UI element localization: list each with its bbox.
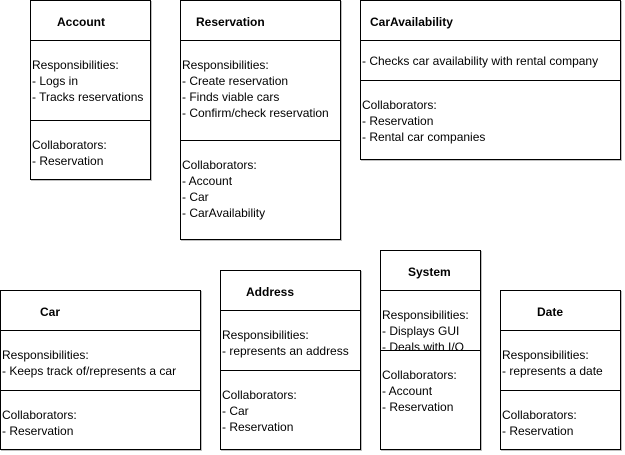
section-lines: Responsibilities:- Displays GUI- Deals w… (382, 307, 480, 355)
section-heading: Collaborators: (2, 408, 77, 422)
section-item: - Create reservation (182, 74, 289, 88)
section-heading: Responsibilities: (2, 348, 89, 362)
card-title: Reservation (196, 15, 265, 29)
card-title: System (408, 265, 451, 279)
section-item: - Reservation (382, 400, 454, 414)
section-lines: - Checks car availability with rental co… (362, 53, 620, 69)
section-heading: Collaborators: (362, 98, 437, 112)
card-title: Date (537, 305, 564, 319)
section-heading: Responsibilities: (182, 58, 269, 72)
section-lines: Collaborators: - Reservation (32, 137, 150, 169)
section-heading: Responsibilities: (222, 328, 309, 342)
section-item: - Reservation (32, 154, 104, 168)
section-item: - Car (182, 190, 209, 204)
crc-card-caravailability: CarAvailability - Checks car availability… (360, 0, 621, 160)
responsibilities-section: - Checks car availability with rental co… (361, 40, 620, 81)
section-lines: Collaborators: - Reservation (502, 407, 620, 439)
section-item: - Reservation (362, 114, 434, 128)
section-item: - represents an address (222, 344, 349, 358)
section-item: - CarAvailability (182, 206, 266, 220)
section-item: - Reservation (2, 424, 74, 438)
collaborators-section: Collaborators: - Reservation (31, 120, 150, 181)
section-item: - Logs in (32, 74, 79, 88)
section-item: - Confirm/check reservation (182, 106, 329, 120)
section-item: - Account (382, 384, 433, 398)
section-lines: Responsibilities: - Create reservation - F… (182, 57, 340, 121)
section-item: - Reservation (222, 420, 294, 434)
section-heading: Collaborators: (382, 368, 457, 382)
section-heading: Responsibilities: (382, 308, 469, 322)
section-item: - Reservation (502, 424, 574, 438)
section-item: - Car (222, 404, 249, 418)
section-heading: Responsibilities: (502, 348, 589, 362)
collaborators-section: Collaborators: - Reservation (1, 390, 200, 451)
section-item: - Account (182, 174, 233, 188)
collaborators-section: Collaborators: - Account - Car - CarAvailab… (181, 140, 340, 241)
section-lines: Responsibilities: - represents a date (502, 347, 620, 379)
responsibilities-section: Responsibilities:- Displays GUI- Deals w… (381, 290, 480, 354)
card-title: CarAvailability (370, 15, 453, 29)
responsibilities-section: Responsibilities: - represents an address (221, 310, 360, 371)
section-item: - Rental car companies (362, 130, 486, 144)
section-lines: Responsibilities: - Logs in - Tracks reser… (32, 57, 150, 105)
section-heading: Collaborators: (182, 158, 257, 172)
section-heading: Responsibilities: (32, 58, 119, 72)
collaborators-section: Collaborators: - Reservation (501, 390, 620, 451)
card-title: Car (40, 305, 61, 319)
section-lines: Collaborators: - Reservation - Rental car … (362, 97, 620, 145)
section-item: - represents a date (502, 364, 603, 378)
collaborators-section: Collaborators: - Car - Reservation (221, 370, 360, 451)
responsibilities-section: Responsibilities: - represents a date (501, 330, 620, 391)
section-lines: Collaborators: - Account - Reservation (382, 367, 480, 415)
section-item: - Keeps track of/represents a car (2, 364, 177, 378)
section-item: - Checks car availability with rental co… (362, 54, 599, 68)
section-lines: Responsibilities: - Keeps track of/repres… (2, 347, 200, 379)
section-heading: Collaborators: (222, 388, 297, 402)
section-lines: Responsibilities: - represents an address (222, 327, 360, 359)
section-lines: Collaborators: - Car - Reservation (222, 387, 360, 435)
responsibilities-section: Responsibilities: - Keeps track of/repres… (1, 330, 200, 391)
section-heading: Collaborators: (502, 408, 577, 422)
collaborators-section: Collaborators: - Account - Reservation (381, 350, 480, 451)
section-item: - Displays GUI (382, 324, 460, 338)
section-heading: Collaborators: (32, 138, 107, 152)
collaborators-section: Collaborators: - Reservation - Rental car … (361, 80, 620, 161)
responsibilities-section: Responsibilities: - Create reservation - F… (181, 40, 340, 141)
card-title: Address (246, 285, 295, 299)
responsibilities-section: Responsibilities: - Logs in - Tracks reser… (31, 40, 150, 121)
section-item: - Finds viable cars (182, 90, 280, 104)
card-title: Account (57, 15, 105, 29)
section-item: - Tracks reservations (32, 90, 144, 104)
section-lines: Collaborators: - Reservation (2, 407, 200, 439)
section-lines: Collaborators: - Account - Car - CarAvailab… (182, 157, 340, 221)
